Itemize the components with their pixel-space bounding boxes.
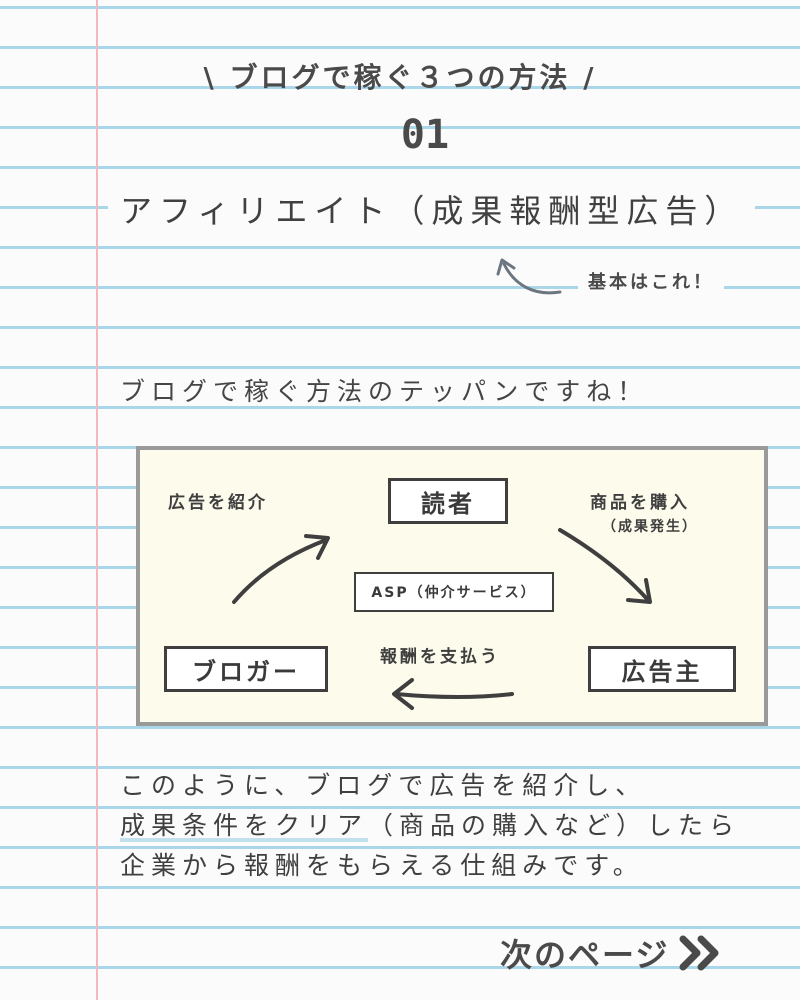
- note-container: 基本はこれ！: [578, 268, 724, 294]
- section-number: 01: [400, 112, 450, 158]
- reader-box: 読者: [388, 478, 508, 524]
- arrow-reader-to-advertiser: [558, 528, 652, 604]
- header-title: \ ブログで稼ぐ３つの方法 /: [203, 61, 597, 94]
- explanation-line-1: このように、ブログで広告を紹介し、: [120, 771, 647, 800]
- notebook-margin-line: [96, 0, 98, 1000]
- intro-text: ブログで稼ぐ方法のテッパンですね！: [120, 377, 649, 406]
- next-page-label: 次のページ: [500, 936, 670, 974]
- heading-container: アフィリエイト（成果報酬型広告）: [108, 186, 756, 232]
- label-pay-reward: 報酬を支払う: [380, 647, 500, 667]
- note-text: 基本はこれ！: [588, 272, 714, 293]
- diagram-arrows: [232, 528, 652, 710]
- arrow-blogger-to-reader: [232, 534, 330, 604]
- arrow-advertiser-to-blogger: [392, 678, 514, 710]
- next-page-link[interactable]: 次のページ: [500, 930, 723, 976]
- explanation-line-2-rest: （商品の購入など）したら: [368, 811, 741, 840]
- affiliate-diagram: 広告を紹介 読者 商品を購入 （成果発生） ASP（仲介サービス） 報酬を支払う…: [136, 446, 768, 726]
- label-purchase-sub: （成果発生）: [602, 519, 698, 535]
- explanation-line-2: 成果条件をクリア（商品の購入など）したら: [120, 806, 740, 842]
- underlined-phrase: 成果条件をクリア: [120, 811, 369, 840]
- asp-box: ASP（仲介サービス）: [354, 572, 554, 612]
- curved-arrow-icon: [496, 258, 562, 295]
- advertiser-box: 広告主: [588, 646, 736, 692]
- section-heading: アフィリエイト（成果報酬型広告）: [120, 192, 744, 230]
- label-purchase: 商品を購入: [590, 493, 690, 513]
- double-chevron-right-icon: [679, 935, 719, 971]
- label-introduce-ad: 広告を紹介: [168, 493, 268, 513]
- blogger-box: ブロガー: [164, 646, 328, 692]
- explanation-line-3: 企業から報酬をもらえる仕組みです。: [120, 851, 644, 880]
